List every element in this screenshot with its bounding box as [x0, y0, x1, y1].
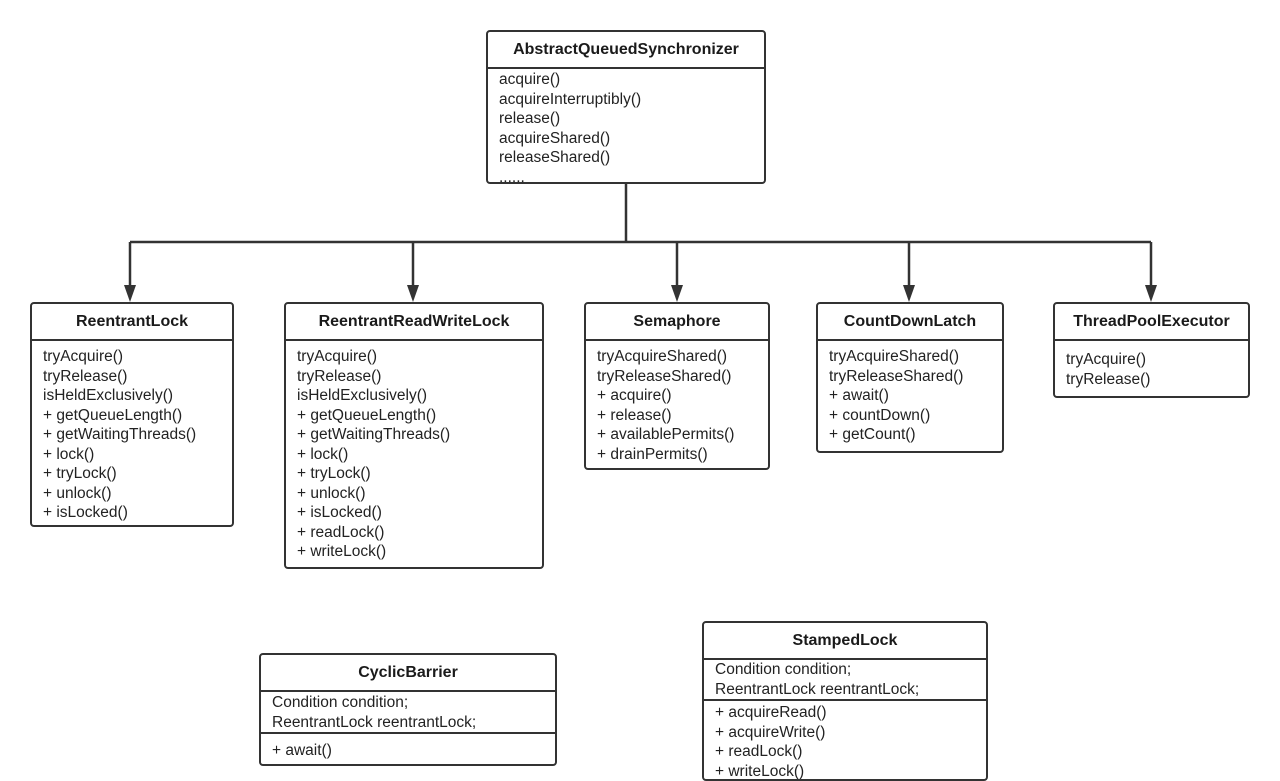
method: + drainPermits() — [597, 445, 758, 465]
class-reentrant-lock-methods: tryAcquire() tryRelease() isHeldExclusiv… — [32, 341, 232, 527]
arrowhead-reentrant-read-write-lock — [407, 285, 419, 302]
field: ReentrantLock reentrantLock; — [272, 713, 545, 733]
arrowhead-count-down-latch — [903, 285, 915, 302]
method: tryAcquire() — [43, 347, 222, 367]
class-reentrant-read-write-lock-methods: tryAcquire() tryRelease() isHeldExclusiv… — [286, 341, 542, 566]
class-count-down-latch[interactable]: CountDownLatch tryAcquireShared() tryRel… — [816, 302, 1004, 453]
method: tryRelease() — [297, 367, 532, 387]
class-stamped-lock-title: StampedLock — [704, 623, 986, 660]
class-reentrant-lock[interactable]: ReentrantLock tryAcquire() tryRelease() … — [30, 302, 234, 527]
method: + getCount() — [829, 425, 992, 445]
method: tryAcquire() — [297, 347, 532, 367]
class-reentrant-read-write-lock[interactable]: ReentrantReadWriteLock tryAcquire() tryR… — [284, 302, 544, 569]
method: + getWaitingThreads() — [297, 425, 532, 445]
field: Condition condition; — [715, 660, 976, 680]
class-stamped-lock-fields: Condition condition; ReentrantLock reent… — [704, 660, 986, 699]
method: + readLock() — [715, 742, 976, 762]
class-count-down-latch-title: CountDownLatch — [818, 304, 1002, 341]
method: + writeLock() — [297, 542, 532, 562]
method: tryReleaseShared() — [829, 367, 992, 387]
method: + tryLock() — [297, 464, 532, 484]
class-thread-pool-executor[interactable]: ThreadPoolExecutor tryAcquire() tryRelea… — [1053, 302, 1250, 398]
class-stamped-lock-methods: + acquireRead() + acquireWrite() + readL… — [704, 699, 986, 781]
field: ReentrantLock reentrantLock; — [715, 680, 976, 700]
arrowhead-semaphore — [671, 285, 683, 302]
method: release() — [499, 109, 754, 129]
method: + release() — [597, 406, 758, 426]
method: + writeLock() — [715, 762, 976, 781]
method: tryAcquireShared() — [829, 347, 992, 367]
method: + lock() — [297, 445, 532, 465]
class-thread-pool-executor-title: ThreadPoolExecutor — [1055, 304, 1248, 341]
class-stamped-lock[interactable]: StampedLock Condition condition; Reentra… — [702, 621, 988, 781]
method: tryRelease() — [1066, 370, 1238, 390]
class-cyclic-barrier-methods: + await() — [261, 732, 555, 765]
method: + unlock() — [43, 484, 222, 504]
method: + acquireRead() — [715, 703, 976, 723]
arrowhead-thread-pool-executor — [1145, 285, 1157, 302]
method: isHeldExclusively() — [297, 386, 532, 406]
class-aqs-methods: acquire() acquireInterruptibly() release… — [488, 69, 764, 184]
method: isHeldExclusively() — [43, 386, 222, 406]
method: acquire() — [499, 70, 754, 90]
method: + countDown() — [829, 406, 992, 426]
method: acquireShared() — [499, 129, 754, 149]
method: + getQueueLength() — [297, 406, 532, 426]
method: + await() — [829, 386, 992, 406]
class-aqs[interactable]: AbstractQueuedSynchronizer acquire() acq… — [486, 30, 766, 184]
method: + availablePermits() — [597, 425, 758, 445]
class-semaphore[interactable]: Semaphore tryAcquireShared() tryReleaseS… — [584, 302, 770, 470]
method: + acquire() — [597, 386, 758, 406]
method: + lock() — [43, 445, 222, 465]
method: + tryLock() — [43, 464, 222, 484]
method: + acquireWrite() — [715, 723, 976, 743]
class-reentrant-read-write-lock-title: ReentrantReadWriteLock — [286, 304, 542, 341]
method: tryAcquireShared() — [597, 347, 758, 367]
method: tryRelease() — [43, 367, 222, 387]
class-cyclic-barrier-fields: Condition condition; ReentrantLock reent… — [261, 692, 555, 732]
class-semaphore-title: Semaphore — [586, 304, 768, 341]
method: tryReleaseShared() — [597, 367, 758, 387]
method: releaseShared() — [499, 148, 754, 168]
arrowhead-reentrant-lock — [124, 285, 136, 302]
class-thread-pool-executor-methods: tryAcquire() tryRelease() — [1055, 341, 1248, 393]
class-aqs-title: AbstractQueuedSynchronizer — [488, 32, 764, 69]
method: + isLocked() — [297, 503, 532, 523]
class-semaphore-methods: tryAcquireShared() tryReleaseShared() + … — [586, 341, 768, 468]
class-cyclic-barrier-title: CyclicBarrier — [261, 655, 555, 692]
field: Condition condition; — [272, 693, 545, 713]
method: tryAcquire() — [1066, 350, 1238, 370]
method: + isLocked() — [43, 503, 222, 523]
class-reentrant-lock-title: ReentrantLock — [32, 304, 232, 341]
method: + getWaitingThreads() — [43, 425, 222, 445]
class-cyclic-barrier[interactable]: CyclicBarrier Condition condition; Reent… — [259, 653, 557, 766]
method: acquireInterruptibly() — [499, 90, 754, 110]
method: + unlock() — [297, 484, 532, 504]
method: + await() — [272, 741, 545, 761]
method: ...... — [499, 168, 754, 185]
method: + readLock() — [297, 523, 532, 543]
class-count-down-latch-methods: tryAcquireShared() tryReleaseShared() + … — [818, 341, 1002, 449]
method: + getQueueLength() — [43, 406, 222, 426]
